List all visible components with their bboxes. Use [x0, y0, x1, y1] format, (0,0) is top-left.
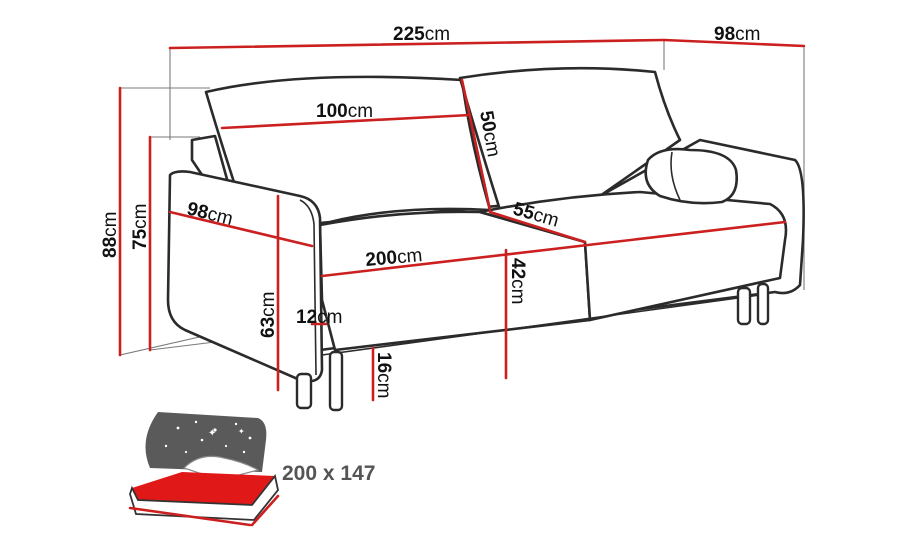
- label-overall-width: 225cm: [393, 24, 450, 45]
- leg-front-mid: [328, 350, 344, 412]
- label-armrest-height: 75cm: [130, 204, 151, 250]
- stars-decoration: ✦ ✦: [164, 420, 252, 454]
- label-cushion-width: 100cm: [316, 101, 373, 122]
- label-cushion-height: 50cm: [475, 109, 504, 158]
- svg-text:✦: ✦: [208, 428, 216, 439]
- bolster-pillow: [644, 147, 738, 205]
- label-overall-depth: 98cm: [714, 24, 760, 45]
- svg-text:✦: ✦: [238, 427, 245, 436]
- dim-line-overall-width: [168, 38, 666, 50]
- back-cushion-right: [458, 66, 682, 212]
- leg-front-left: [295, 372, 313, 410]
- label-total-height: 88cm: [100, 212, 121, 258]
- leg-back-right: [736, 286, 752, 326]
- dim-line-seat-width: [320, 220, 787, 278]
- sleeping-area-icon: ✦ ✦ 200 x 147: [128, 412, 375, 527]
- bed-depth-arrow: [250, 494, 280, 527]
- label-seat-height: 42cm: [507, 258, 528, 304]
- dim-line-overall-depth: [662, 38, 806, 48]
- dim-line-cushion-width: [220, 113, 472, 130]
- leg-far-right: [756, 282, 770, 326]
- left-armrest: [166, 170, 324, 383]
- bed-backrest-panel: [145, 412, 267, 472]
- seat-cushion-right: [478, 190, 788, 322]
- dim-line-armrest-depth: [168, 210, 314, 248]
- dim-line-seat-depth: [488, 210, 587, 244]
- bed-width-arrow: [128, 506, 252, 527]
- label-armrest-width: 12cm: [296, 307, 342, 328]
- label-side-height: 63cm: [258, 292, 279, 338]
- dimension-lines: [118, 38, 806, 402]
- sleeping-area-label: 200 x 147: [282, 462, 375, 485]
- bed-surface: [132, 472, 275, 505]
- bed-frame-front: [129, 473, 279, 521]
- label-armrest-depth: 98cm: [185, 198, 235, 230]
- label-seat-width: 200cm: [365, 245, 424, 271]
- label-leg-height: 16cm: [373, 352, 394, 398]
- dim-line-cushion-height: [460, 78, 492, 212]
